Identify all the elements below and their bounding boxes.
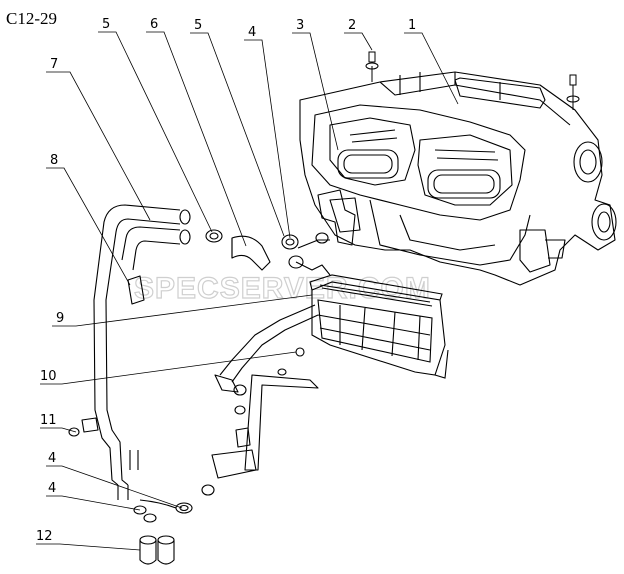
callout-4-lower-b: 4	[48, 481, 56, 496]
heater-housing	[299, 71, 617, 286]
callout-6: 6	[150, 17, 158, 32]
callout-1: 1	[408, 18, 416, 33]
callout-8: 8	[50, 153, 58, 168]
callout-3: 3	[296, 18, 304, 33]
callout-7: 7	[50, 57, 58, 72]
callout-5-mid: 5	[194, 18, 202, 33]
heater-core	[309, 274, 449, 379]
callout-5-left: 5	[102, 17, 110, 32]
callout-4-lower-a: 4	[48, 451, 56, 466]
callout-11: 11	[40, 413, 57, 428]
screw-part-2	[365, 51, 580, 110]
callout-9: 9	[56, 311, 64, 326]
callout-2: 2	[348, 18, 356, 33]
callout-10: 10	[40, 369, 57, 384]
callout-4-top: 4	[248, 25, 256, 40]
diagram-code: C12-29	[6, 9, 57, 28]
watermark: SPECSERVER.COM	[134, 272, 431, 305]
hose-assembly	[68, 204, 331, 565]
callout-12: 12	[36, 529, 53, 544]
leader-lines	[36, 31, 459, 551]
